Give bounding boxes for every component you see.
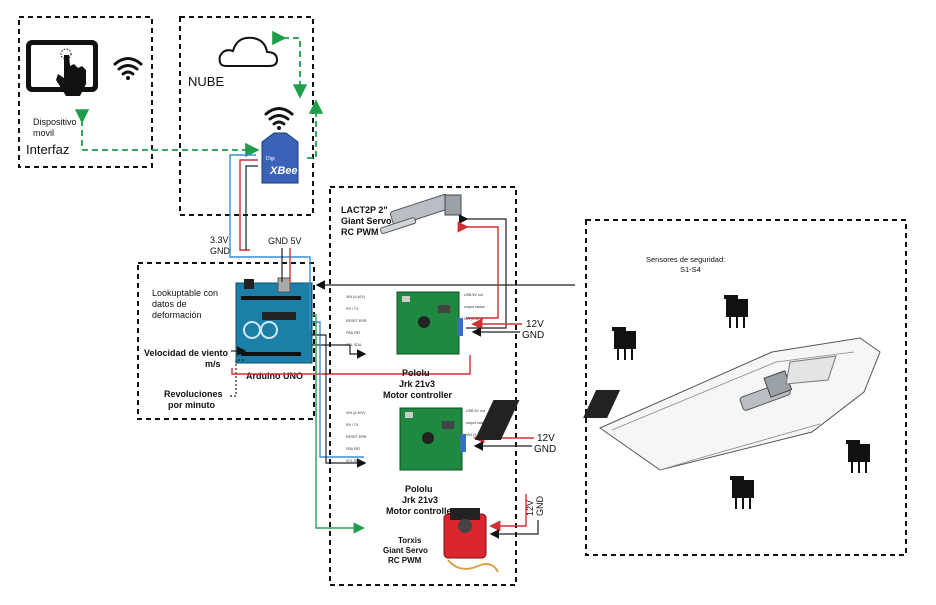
jrk2-line1: Pololu	[405, 484, 433, 494]
gnd-label: GND	[210, 246, 231, 256]
wire-xbee-blue	[229, 154, 311, 330]
torxis-12v: 12V	[525, 500, 535, 516]
sensors-line2: S1-S4	[680, 265, 701, 274]
svg-text:RESET ERR: RESET ERR	[346, 319, 367, 323]
wire-lact-black	[458, 214, 507, 329]
device-label-line1: Dispositivo	[33, 117, 77, 127]
linear-actuator	[380, 193, 462, 235]
wifi-icon-device	[113, 57, 143, 80]
jrk1-12v: 12V	[526, 319, 544, 330]
rpm-input-line	[230, 359, 244, 397]
wire-arduino-torxis-green	[312, 314, 365, 534]
wire-torxis-12v	[489, 494, 527, 532]
wire-lact-red	[457, 221, 499, 319]
torxis-line3: RC PWM	[388, 556, 422, 565]
svg-text:FBA FBT: FBA FBT	[346, 447, 361, 451]
lookup-line2: datos de	[152, 299, 187, 309]
wind-line2: m/s	[205, 359, 221, 369]
lookup-line1: Lookuptable con	[152, 288, 218, 298]
arduino-board	[235, 277, 313, 364]
torxis-gnd: GND	[535, 496, 545, 517]
jrk2-line3: Motor controller	[386, 506, 455, 516]
jrk1-line1: Pololu	[402, 368, 430, 378]
svg-text:RX / TX: RX / TX	[346, 423, 359, 427]
svg-text:SCL SDA: SCL SDA	[346, 459, 362, 463]
lookup-line3: deformación	[152, 310, 202, 320]
jrk2-line2: Jrk 21v3	[402, 495, 438, 505]
arduino-label: Arduino UNO	[246, 371, 303, 381]
xbee-module: Digi XBee	[261, 132, 299, 184]
limit-switch-s2	[724, 295, 748, 328]
wire-xbee-black	[245, 165, 258, 250]
torxis-line2: Giant Servo	[383, 546, 428, 555]
limit-switch-s1	[612, 327, 636, 360]
wind-line1: Velocidad de viento	[144, 348, 229, 358]
wifi-icon-xbee	[264, 107, 294, 130]
jrk-board-1: VIN (4-40V) RX / TX RESET ERR FBA FBT SC…	[346, 291, 485, 355]
wing-drawing	[474, 337, 881, 471]
wire-arduino-jrk2-black	[312, 334, 367, 468]
sensors-line1: Sensores de seguridad:	[646, 255, 725, 264]
limit-switch-s3	[846, 440, 870, 473]
tablet-icon	[26, 40, 98, 96]
jrk-board-2: VIN (4-40V) RX / TX RESET ERR FBA FBT SC…	[346, 407, 487, 471]
jrk1-line2: Jrk 21v3	[399, 379, 435, 389]
svg-text:VIN (4-40V): VIN (4-40V)	[346, 295, 365, 299]
rev-line2: por minuto	[168, 400, 215, 410]
xbee-brand: Digi	[266, 156, 275, 162]
cloud-icon	[218, 36, 279, 67]
jrk2-12v: 12V	[537, 433, 555, 444]
lact-line3: RC PWM	[341, 227, 379, 237]
jrk1-line3: Motor controller	[383, 390, 452, 400]
svg-text:VIN (4-40V): VIN (4-40V)	[464, 317, 483, 321]
lact-line2: Giant Servo	[341, 216, 392, 226]
limit-switch-s4	[730, 476, 754, 509]
device-label-line2: movil	[33, 128, 54, 138]
jrk2-gnd: GND	[534, 444, 556, 455]
xbee-label: XBee	[269, 165, 298, 177]
interfaz-label: Interfaz	[26, 142, 69, 157]
torxis-line1: Torxis	[398, 536, 422, 545]
svg-text:output status: output status	[466, 421, 487, 425]
device-box	[18, 16, 153, 168]
sensors-box	[585, 219, 907, 556]
actuators-box	[329, 186, 517, 586]
jrk1-gnd: GND	[522, 330, 544, 341]
svg-text:FBA FBT: FBA FBT	[346, 331, 361, 335]
rev-line1: Revoluciones	[164, 389, 223, 399]
v33-label: 3.3V	[210, 235, 229, 245]
svg-text:USB 5V out: USB 5V out	[466, 409, 485, 413]
svg-text:RX / TX: RX / TX	[346, 307, 359, 311]
lact-line1: LACT2P 2"	[341, 205, 388, 215]
svg-text:USB 5V out: USB 5V out	[464, 293, 483, 297]
link-device-xbee	[74, 109, 260, 158]
arduino-box	[137, 262, 315, 420]
link-xbee-cloud	[307, 99, 324, 159]
gnd5v-label: GND 5V	[268, 236, 302, 246]
wire-xbee-red	[239, 159, 258, 251]
link-cloud-xbee	[272, 30, 308, 99]
torxis-servo	[443, 508, 499, 573]
svg-text:RESET ERR: RESET ERR	[346, 435, 367, 439]
wire-torxis-gnd	[489, 520, 539, 539]
svg-text:SCL SDA: SCL SDA	[346, 343, 362, 347]
svg-text:output status: output status	[464, 305, 485, 309]
svg-text:VIN (4-40V): VIN (4-40V)	[346, 411, 365, 415]
wire-arduino-jrk1-red	[231, 355, 471, 375]
nube-label: NUBE	[188, 74, 224, 89]
